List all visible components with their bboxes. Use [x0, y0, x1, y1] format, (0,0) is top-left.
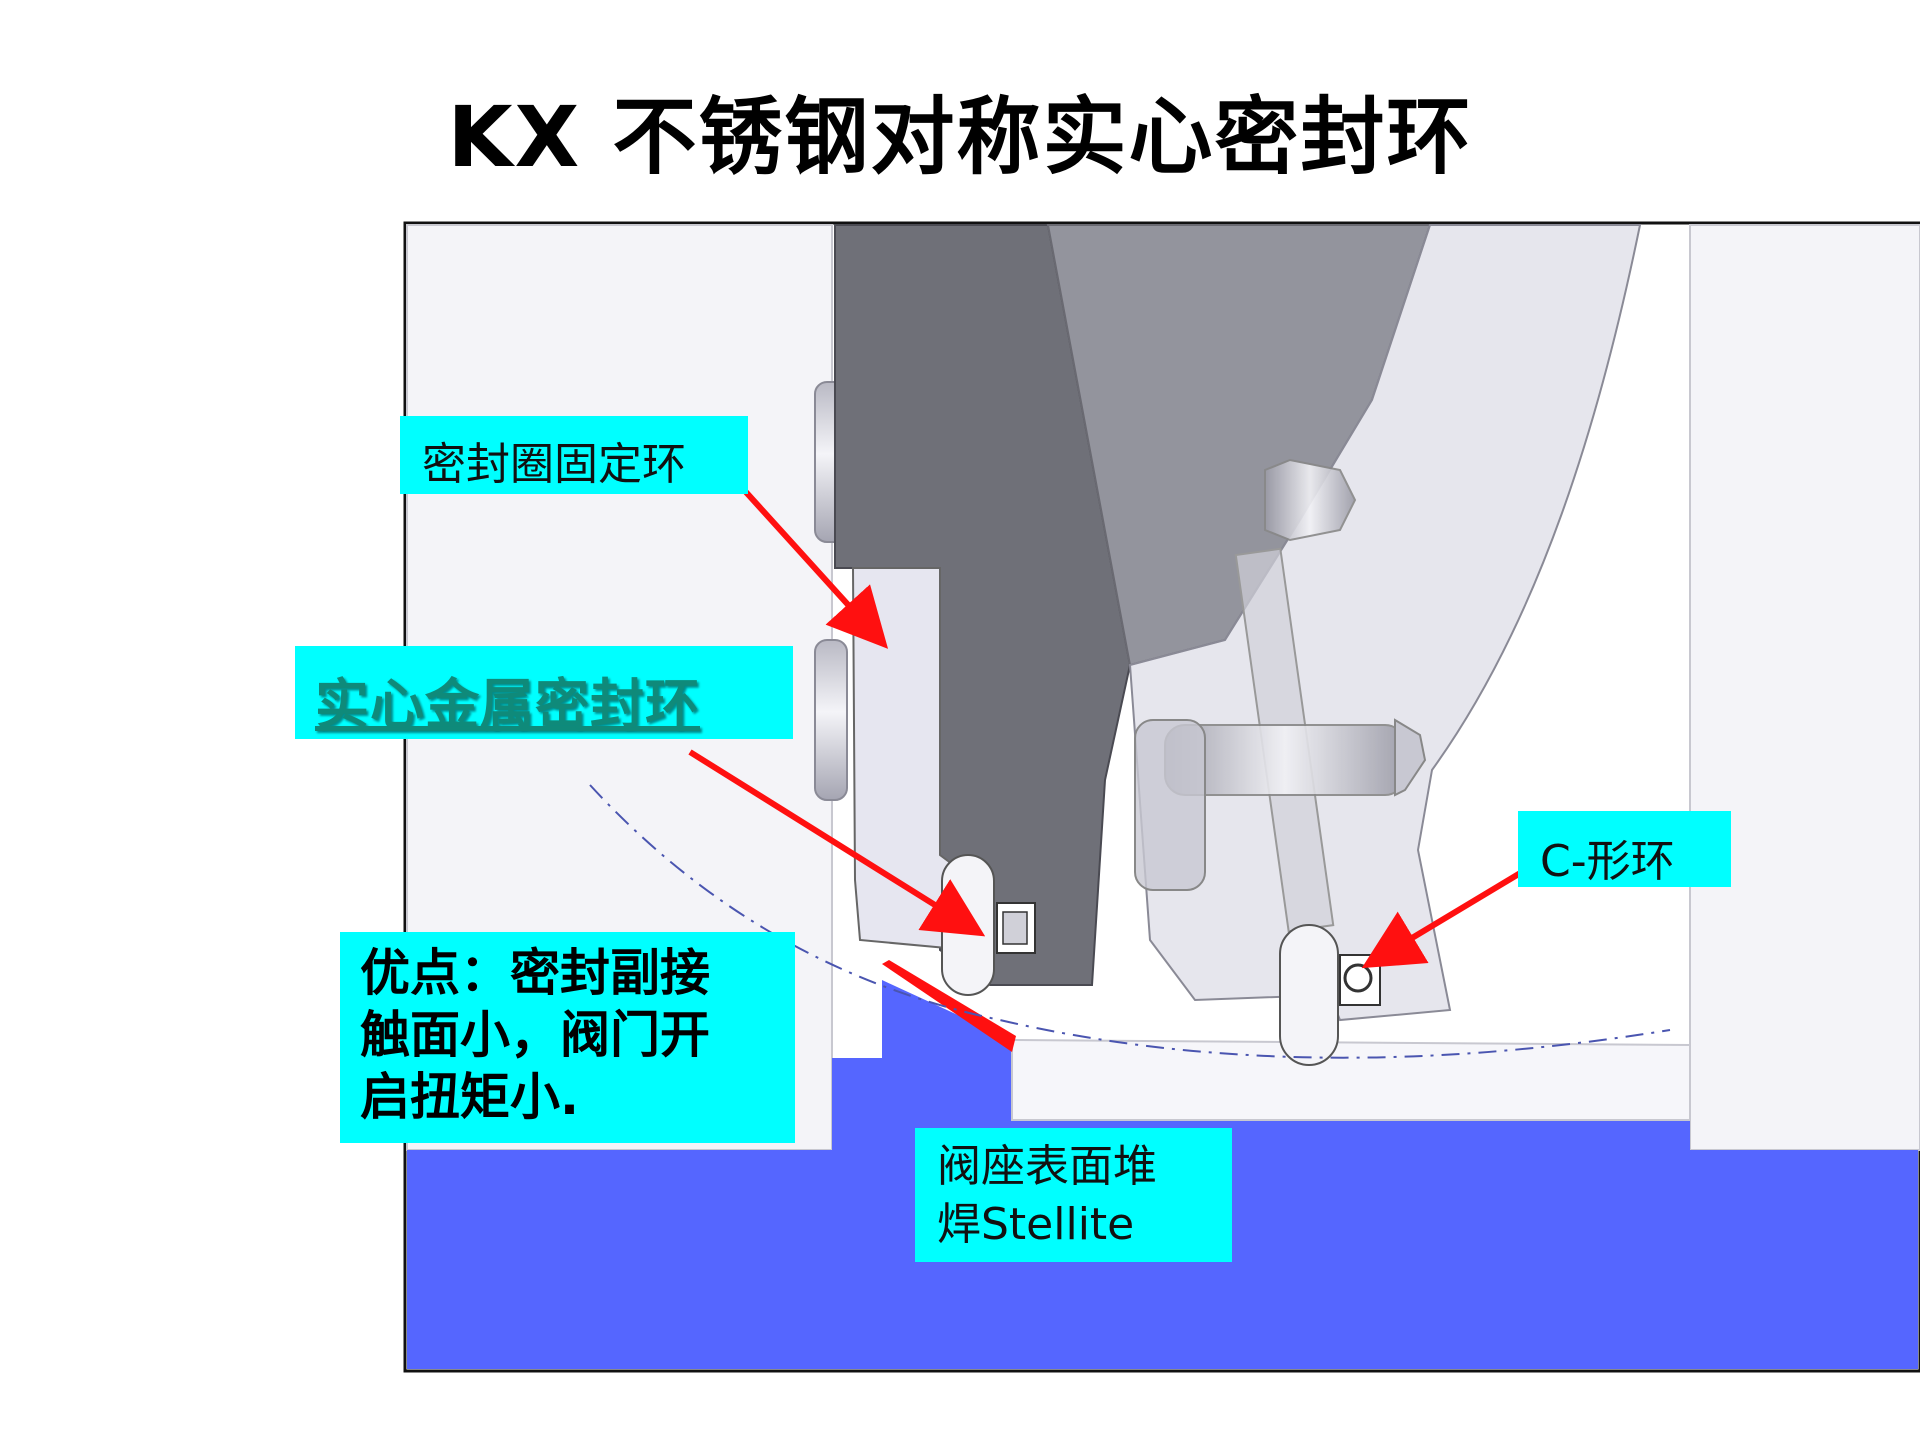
stellite-overlay	[882, 960, 1016, 1052]
screw-head	[1134, 719, 1206, 891]
solid-seal-ring-label: 实心金属密封环	[295, 646, 793, 739]
c-ring-holder	[1279, 924, 1339, 1066]
retainer-ring-label: 密封圈固定环	[400, 416, 748, 494]
page-title: KX 不锈钢对称实心密封环	[447, 88, 1473, 186]
arrow-retainer	[732, 477, 889, 649]
advantage-note: 优点：密封副接 触面小，阀门开 启扭矩小.	[340, 932, 795, 1143]
arrow-solid-ring	[688, 749, 986, 937]
advantage-line: 优点：密封副接	[360, 944, 710, 1002]
solid-seal-insert	[1002, 911, 1028, 945]
right-housing	[1689, 224, 1920, 1151]
c-ring-label: C-形环	[1518, 811, 1731, 887]
advantage-line: 启扭矩小.	[360, 1068, 579, 1126]
seat-recess	[1011, 1038, 1691, 1121]
advantage-line: 触面小，阀门开	[360, 1006, 710, 1064]
bolt-lower	[814, 639, 848, 801]
arrow-c-ring	[1361, 869, 1524, 969]
disc-arm-right	[1128, 224, 1642, 1022]
rotation-arc	[589, 784, 1671, 1059]
c-ring	[1343, 963, 1373, 993]
seat-surface-line: 阀座表面堆	[937, 1141, 1157, 1192]
seat-surface-label: 阀座表面堆 焊Stellite	[915, 1128, 1232, 1262]
screw-body	[1264, 458, 1357, 542]
screw-tip	[1394, 718, 1427, 797]
seat-surface-line: 焊Stellite	[937, 1199, 1135, 1250]
